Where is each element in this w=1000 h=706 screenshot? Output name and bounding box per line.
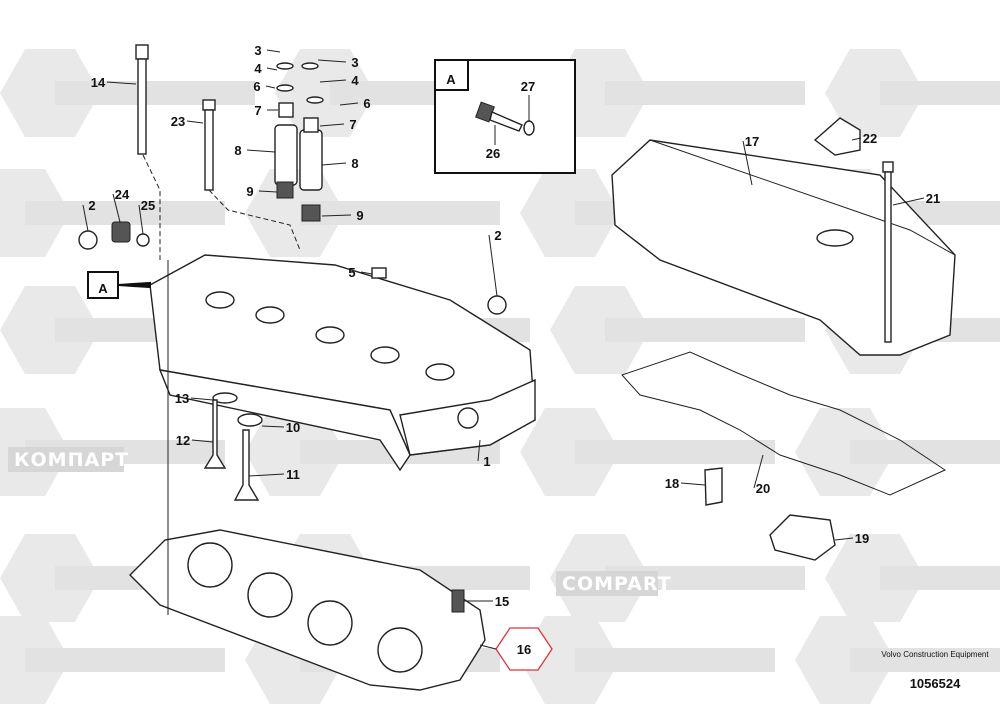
callout-14[interactable]: 14 bbox=[91, 75, 106, 90]
callout-16[interactable]: 16 bbox=[517, 642, 531, 657]
view-marker-a[interactable]: A bbox=[87, 271, 151, 299]
callout-7[interactable]: 7 bbox=[254, 103, 261, 118]
leader-line bbox=[892, 197, 925, 206]
watermark-logo bbox=[825, 534, 1000, 622]
callout-21[interactable]: 21 bbox=[926, 191, 940, 206]
leader-line bbox=[317, 59, 347, 63]
callout-20[interactable]: 20 bbox=[756, 481, 770, 496]
leader-line bbox=[190, 397, 214, 401]
leader-line bbox=[319, 123, 345, 127]
callout-4[interactable]: 4 bbox=[351, 73, 359, 88]
watermark-logo bbox=[520, 408, 775, 496]
inset-title: A bbox=[446, 72, 456, 87]
leader-line bbox=[106, 81, 137, 85]
watermark-logo bbox=[245, 169, 500, 257]
callout-17[interactable]: 17 bbox=[745, 134, 759, 149]
leader-line bbox=[266, 49, 281, 53]
watermark-logo bbox=[520, 616, 775, 704]
bolts bbox=[135, 44, 894, 615]
callout-3[interactable]: 3 bbox=[254, 43, 261, 58]
watermark-logo bbox=[550, 286, 805, 374]
callout-4[interactable]: 4 bbox=[254, 61, 262, 76]
leader-line bbox=[246, 149, 276, 153]
leader-line bbox=[82, 204, 89, 232]
watermark-logo bbox=[795, 408, 1000, 496]
callout-26: 26 bbox=[486, 146, 500, 161]
leader-line bbox=[742, 140, 753, 186]
watermark-band bbox=[556, 571, 658, 596]
callout-2[interactable]: 2 bbox=[494, 228, 501, 243]
leader-line bbox=[680, 482, 706, 486]
callout-24[interactable]: 24 bbox=[115, 187, 130, 202]
brand-text: Volvo Construction Equipment bbox=[881, 650, 989, 659]
detail-inset-a: A 27 26 bbox=[434, 59, 576, 174]
leader-line bbox=[112, 193, 121, 223]
leader-line bbox=[265, 85, 276, 89]
leader-line bbox=[191, 439, 214, 443]
watermark-text: COMPART bbox=[562, 573, 672, 595]
callout-13[interactable]: 13 bbox=[175, 391, 189, 406]
callout-27: 27 bbox=[521, 79, 535, 94]
leader-line bbox=[477, 439, 481, 462]
watermark-logo bbox=[0, 616, 225, 704]
watermark-logo bbox=[550, 49, 805, 137]
valve-cover bbox=[611, 139, 956, 356]
watermark-logo bbox=[0, 49, 255, 137]
leader-line bbox=[258, 190, 278, 193]
leader-line bbox=[248, 473, 285, 477]
callout-5[interactable]: 5 bbox=[348, 265, 355, 280]
watermark-logo bbox=[825, 49, 1000, 137]
callout-22[interactable]: 22 bbox=[863, 131, 877, 146]
watermark-logo bbox=[795, 616, 1000, 704]
watermark-text: КОМПАРТ bbox=[14, 449, 129, 471]
leader-line bbox=[360, 271, 373, 275]
callout-9[interactable]: 9 bbox=[356, 208, 363, 223]
leader-line bbox=[321, 162, 347, 166]
view-marker-label: A bbox=[98, 281, 108, 296]
valve-cover-gasket bbox=[621, 351, 947, 496]
callout-23[interactable]: 23 bbox=[171, 114, 185, 129]
leader-line bbox=[321, 214, 352, 217]
leader-line bbox=[138, 204, 144, 235]
callout-11[interactable]: 11 bbox=[286, 467, 300, 482]
callout-15[interactable]: 15 bbox=[495, 594, 509, 609]
leader-line bbox=[266, 67, 278, 71]
callout-3[interactable]: 3 bbox=[351, 55, 358, 70]
callout-18[interactable]: 18 bbox=[665, 476, 679, 491]
callout-6[interactable]: 6 bbox=[363, 96, 370, 111]
leader-line bbox=[834, 537, 854, 541]
callout-1[interactable]: 1 bbox=[483, 454, 490, 469]
callout-7[interactable]: 7 bbox=[349, 117, 356, 132]
diagram-number: 1056524 bbox=[909, 676, 961, 691]
watermark-logo bbox=[0, 169, 225, 257]
callout-12[interactable]: 12 bbox=[176, 433, 190, 448]
leader-line bbox=[851, 137, 862, 141]
callout-8[interactable]: 8 bbox=[234, 143, 241, 158]
callout-9[interactable]: 9 bbox=[246, 184, 253, 199]
watermark-band bbox=[8, 447, 124, 472]
callout-19[interactable]: 19 bbox=[855, 531, 869, 546]
callout-6[interactable]: 6 bbox=[253, 79, 260, 94]
callout-25[interactable]: 25 bbox=[141, 198, 155, 213]
callout-10[interactable]: 10 bbox=[286, 420, 300, 435]
leader-line bbox=[339, 102, 359, 106]
leader-line bbox=[319, 79, 347, 83]
callout-8[interactable]: 8 bbox=[351, 156, 358, 171]
leader-line bbox=[186, 120, 204, 124]
leader-line bbox=[753, 454, 764, 489]
leader-line bbox=[261, 425, 285, 428]
cylinder-head bbox=[149, 254, 536, 472]
head-gasket bbox=[129, 529, 486, 691]
leader-line bbox=[488, 234, 498, 297]
callout-2[interactable]: 2 bbox=[88, 198, 95, 213]
